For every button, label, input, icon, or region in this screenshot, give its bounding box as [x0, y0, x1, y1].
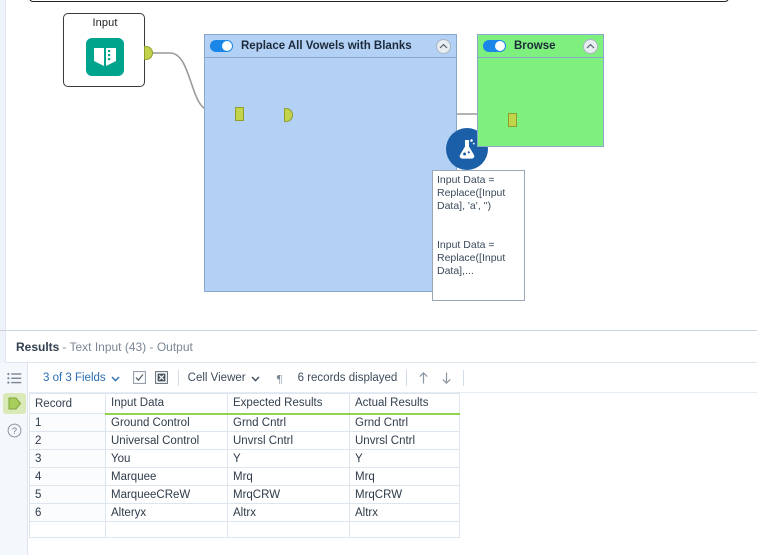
results-title: Results [16, 339, 60, 354]
tool-container-replace-all-vowels[interactable]: Replace All Vowels with Blanks Input Dat… [204, 34, 525, 301]
results-subtitle: - Text Input (43) - Output [62, 339, 193, 354]
cell-record[interactable]: 2 [29, 431, 106, 450]
cell-expected-results[interactable]: Mrq [227, 467, 350, 486]
column-header-record[interactable]: Record [29, 393, 106, 414]
cell-record[interactable]: 4 [29, 467, 106, 486]
cell-actual-results[interactable]: Unvrsl Cntrl [349, 431, 460, 450]
cell-record[interactable]: 6 [29, 503, 106, 522]
cell-input-data[interactable]: Ground Control [105, 413, 228, 432]
cell-actual-results[interactable]: Grnd Cntrl [349, 413, 460, 432]
toolbar-divider-3 [463, 369, 465, 386]
fields-selector-chevron-down-icon[interactable] [111, 369, 120, 387]
container-enable-toggle[interactable] [210, 40, 233, 52]
results-table: Record Input Data Expected Results Actua… [29, 393, 460, 538]
cell-actual-results[interactable]: MrqCRW [349, 485, 460, 504]
cell-viewer-chevron-down-icon[interactable] [251, 369, 260, 387]
container-collapse-button[interactable] [436, 39, 451, 54]
svg-text:¶: ¶ [276, 371, 282, 385]
input-tool-output-anchor[interactable] [144, 46, 153, 60]
container-header: Browse [478, 35, 603, 58]
cell-actual-results[interactable]: Mrq [349, 467, 460, 486]
results-panel-header: Results - Text Input (43) - Output [0, 331, 757, 363]
fields-selector-button[interactable]: 3 of 3 Fields [43, 371, 106, 384]
cell-expected-results[interactable]: Y [227, 449, 350, 468]
checkbox-checked-icon[interactable] [132, 370, 147, 385]
results-header-rail [0, 331, 6, 363]
container-enable-toggle[interactable] [483, 40, 506, 52]
cell-expected-results[interactable]: MrqCRW [227, 485, 350, 504]
arrow-up-icon[interactable] [416, 370, 431, 385]
formula-tool-annotation: Input Data = Replace([Input Data], 'a', … [432, 170, 525, 301]
column-header-input-data[interactable]: Input Data [105, 393, 228, 415]
pilcrow-icon[interactable]: ¶ [272, 370, 287, 385]
cell-record[interactable]: 5 [29, 485, 106, 504]
toolbar-divider [177, 369, 179, 386]
browse-tool-input-anchor[interactable] [508, 113, 517, 127]
text-input-book-icon [86, 38, 124, 76]
cell-input-data[interactable]: Alteryx [105, 503, 228, 522]
container-title: Replace All Vowels with Blanks [241, 40, 412, 52]
cell-expected-results[interactable]: Altrx [227, 503, 350, 522]
column-header-actual-results[interactable]: Actual Results [349, 393, 460, 415]
cell-input-data[interactable]: You [105, 449, 228, 468]
cell-record[interactable]: 1 [29, 413, 106, 432]
arrow-down-icon[interactable] [439, 370, 454, 385]
cell-input-data[interactable]: Marquee [105, 467, 228, 486]
cell-input-data[interactable]: Universal Control [105, 431, 228, 450]
results-grid-container[interactable]: Record Input Data Expected Results Actua… [29, 393, 757, 555]
results-panel: Results - Text Input (43) - Output [0, 330, 757, 555]
formula-tool-input-anchor[interactable] [235, 107, 244, 121]
fields-list-icon[interactable] [5, 369, 24, 388]
help-icon[interactable]: ? [5, 421, 24, 440]
container-title: Browse [514, 40, 556, 52]
toolbar-divider-2 [406, 369, 408, 386]
cell-actual-results[interactable]: Altrx [349, 503, 460, 522]
cell-viewer-button[interactable]: Cell Viewer [187, 371, 246, 384]
results-toolbar: 3 of 3 Fields Cell Viewer [29, 363, 757, 393]
partial-container-edge-top [29, 0, 729, 2]
workflow-canvas[interactable]: Input Replace All Vowels with Blanks [0, 0, 757, 330]
cell-input-data[interactable]: MarqueeCReW [105, 485, 228, 504]
svg-text:?: ? [12, 426, 17, 436]
formula-tool-output-anchor[interactable] [284, 108, 293, 122]
cell-record[interactable]: 3 [29, 449, 106, 468]
input-tool-node[interactable]: Input [63, 13, 153, 87]
column-header-expected-results[interactable]: Expected Results [227, 393, 350, 415]
table-spacer-row [29, 521, 460, 538]
container-header: Replace All Vowels with Blanks [205, 35, 456, 58]
cell-expected-results[interactable]: Unvrsl Cntrl [227, 431, 350, 450]
table-header-row: Record Input Data Expected Results Actua… [29, 393, 460, 415]
cell-actual-results[interactable]: Y [349, 449, 460, 468]
checkbox-x-icon[interactable] [154, 370, 169, 385]
input-tool-label: Input [92, 17, 118, 29]
results-icon-strip: ? [0, 363, 28, 555]
cell-expected-results[interactable]: Grnd Cntrl [227, 413, 350, 432]
output-anchor-icon[interactable] [3, 393, 26, 414]
canvas-left-rail [0, 0, 6, 330]
tool-container-browse[interactable]: Browse [477, 34, 604, 147]
records-displayed-label: 6 records displayed [297, 371, 398, 384]
container-collapse-button[interactable] [583, 39, 598, 54]
